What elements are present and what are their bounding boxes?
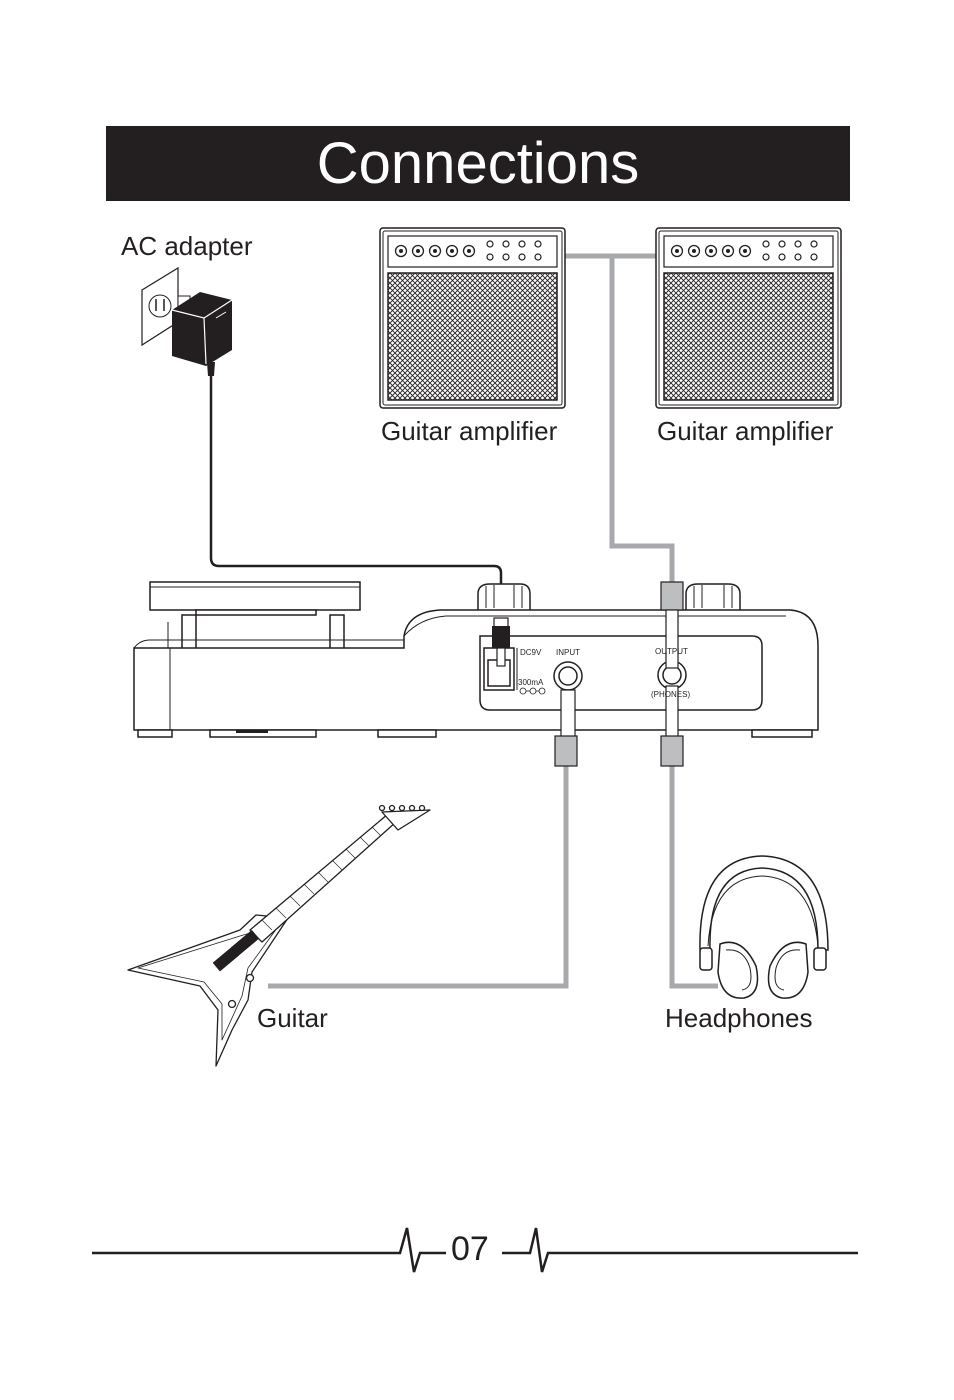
ac-adapter-label: AC adapter — [121, 231, 253, 261]
output-label: OUTPUT — [655, 647, 688, 656]
dc-label: DC9V — [520, 648, 542, 657]
electric-guitar-icon — [127, 804, 431, 1067]
effects-pedal-icon — [133, 581, 819, 738]
headphones-cable — [669, 766, 718, 989]
input-label: INPUT — [556, 648, 580, 657]
guitar-label: Guitar — [257, 1003, 328, 1033]
dc-plug — [492, 617, 510, 667]
amplifier-icon — [379, 227, 566, 409]
guitar-cable — [268, 766, 569, 989]
page-title: Connections — [316, 130, 640, 196]
polarity-icon — [519, 687, 546, 695]
headphones-icon — [699, 855, 829, 999]
title-bar: Connections — [106, 126, 850, 201]
current-label: 300mA — [518, 678, 544, 687]
amp-cable — [564, 253, 675, 582]
amp-right-label: Guitar amplifier — [657, 416, 834, 446]
input-plug — [554, 689, 578, 767]
amp-left-label: Guitar amplifier — [381, 416, 558, 446]
amplifier-icon — [655, 227, 842, 409]
phones-label: (PHONES) — [651, 690, 690, 699]
page-number: 07 — [451, 1230, 489, 1268]
adapter-cable — [209, 376, 503, 618]
output-plugs — [660, 581, 684, 767]
headphones-label: Headphones — [665, 1003, 813, 1033]
footer-rule — [92, 1227, 858, 1273]
power-adapter-icon — [141, 266, 233, 376]
